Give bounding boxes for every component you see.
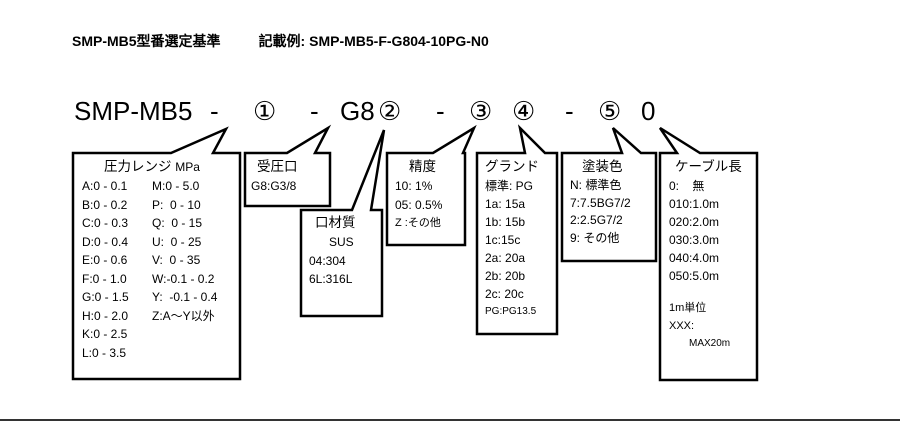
cable-length-max-note: MAX20m [689,338,731,349]
gland-note: PG:PG13.5 [485,306,537,317]
paint-color-item: 2:2.5G7/2 [570,213,623,227]
pressure-range-item: M:0 - 5.0 [152,179,200,193]
callout-frame-gland [475,124,559,336]
pressure-range-item: C:0 - 0.3 [82,216,129,230]
accuracy-item: 05: 0.5% [395,197,443,212]
callout-frame-port [243,124,332,208]
callout-frame-pressure [71,126,242,381]
accuracy-item: Z :その他 [395,217,441,229]
pressure-range-item: E:0 - 0.6 [82,253,128,267]
port-material-title: 口材質 [315,215,356,230]
pressure-range-item: P: 0 - 10 [152,197,201,212]
pressure-range-item: H:0 - 2.0 [82,308,129,323]
gland-item: 2b: 20b [485,269,526,283]
pressure-range-item: W:-0.1 - 0.2 [152,271,215,286]
gland-item: 標準: PG [485,179,534,193]
code-slot-3: ③ [469,96,493,126]
callout-gland: グランド 標準: PG 1a: 15a 1b: 15b 1c:15c 2a: 2… [485,157,539,321]
bottom-divider [0,419,900,421]
paint-color-item: 9: その他 [570,230,620,245]
paint-color-item: 7:7.5BG7/2 [570,195,631,210]
pressure-port-item: G8:G3/8 [251,179,297,193]
pressure-range-item: L:0 - 3.5 [82,345,127,360]
callout-frame-paint [560,127,658,263]
code-slot-4: ④ [512,96,536,126]
paint-color-title: 塗装色 [582,159,623,174]
callout-port-material: 口材質 SUS 04:304 6L:316L [309,213,356,289]
callout-frame-accuracy [385,124,477,247]
page-title: SMP-MB5型番選定基準 記載例: SMP-MB5-F-G804-10PG-N0 [72,31,489,51]
pressure-range-item: A:0 - 0.1 [82,179,128,193]
callout-paint-color: 塗装色 N: 標準色 7:7.5BG7/2 2:2.5G7/2 9: その他 [570,157,631,247]
pressure-range-item: K:0 - 2.5 [82,327,128,341]
callout-frame-cable [658,126,759,382]
callout-cable-length: ケーブル長 0: 無 010:1.0m 020:2.0m 030:3.0m 04… [669,157,742,353]
gland-item: 2a: 20a [485,251,526,265]
accuracy-item: 10: 1% [395,179,433,193]
pressure-range-unit: MPa [175,160,200,174]
pressure-range-right-list: M:0 - 5.0 P: 0 - 10 Q: 0 - 15 U: 0 - 25 V: 0… [152,177,217,325]
gland-item: 2c: 20c [485,287,524,301]
cable-length-unit-note: 1m単位 [669,302,707,314]
gland-item: 1a: 15a [485,197,526,211]
port-material-item: 6L:316L [309,272,353,286]
port-material-subtitle: SUS [329,235,354,249]
code-slot-1: ① [253,96,277,126]
code-suffix: 0 [641,96,656,126]
cable-length-item: 0: 無 [669,179,705,193]
pressure-port-title: 受圧口 [257,159,298,174]
gland-item: 1b: 15b [485,215,526,229]
gland-title: グランド [485,159,539,174]
paint-color-item: N: 標準色 [570,178,622,192]
cable-length-item: 010:1.0m [669,197,720,211]
pressure-range-item: Q: 0 - 15 [152,216,203,230]
code-dash-2: - [310,96,319,126]
port-material-item: 04:304 [309,253,346,268]
callout-frame-material [299,129,386,318]
accuracy-title: 精度 [409,159,436,174]
code-dash-3: - [436,96,445,126]
cable-length-item: 020:2.0m [669,215,720,229]
example-code: 記載例: SMP-MB5-F-G804-10PG-N0 [258,33,489,49]
code-base: SMP-MB5 [74,96,193,126]
pressure-range-item: G:0 - 1.5 [82,290,129,304]
pressure-range-item: B:0 - 0.2 [82,197,128,212]
pressure-range-title: 圧力レンジ [104,159,172,174]
title-text: SMP-MB5型番選定基準 [72,33,221,49]
cable-length-item: 040:4.0m [669,251,720,265]
pressure-range-item: Y: -0.1 - 0.4 [152,290,218,304]
code-dash-4: - [565,96,574,126]
cable-length-custom-code: XXX: [669,320,695,332]
cable-length-title: ケーブル長 [675,159,742,174]
pressure-range-item: U: 0 - 25 [152,234,202,249]
code-dash-1: - [210,96,219,126]
pressure-range-item: V: 0 - 35 [152,253,201,267]
code-slot-5: ⑤ [598,96,622,126]
callout-accuracy: 精度 10: 1% 05: 0.5% Z :その他 [395,157,442,233]
callout-pressure-port: 受圧口 G8:G3/8 [251,157,298,196]
cable-length-item: 030:3.0m [669,233,720,247]
code-port: G8 [340,96,375,126]
cable-length-item: 050:5.0m [669,269,720,283]
code-slot-2: ② [378,96,402,126]
pressure-range-item: F:0 - 1.0 [82,271,127,286]
gland-item: 1c:15c [485,233,521,247]
pressure-range-item: Z:A〜Y以外 [152,308,215,323]
pressure-range-item: D:0 - 0.4 [82,234,129,249]
